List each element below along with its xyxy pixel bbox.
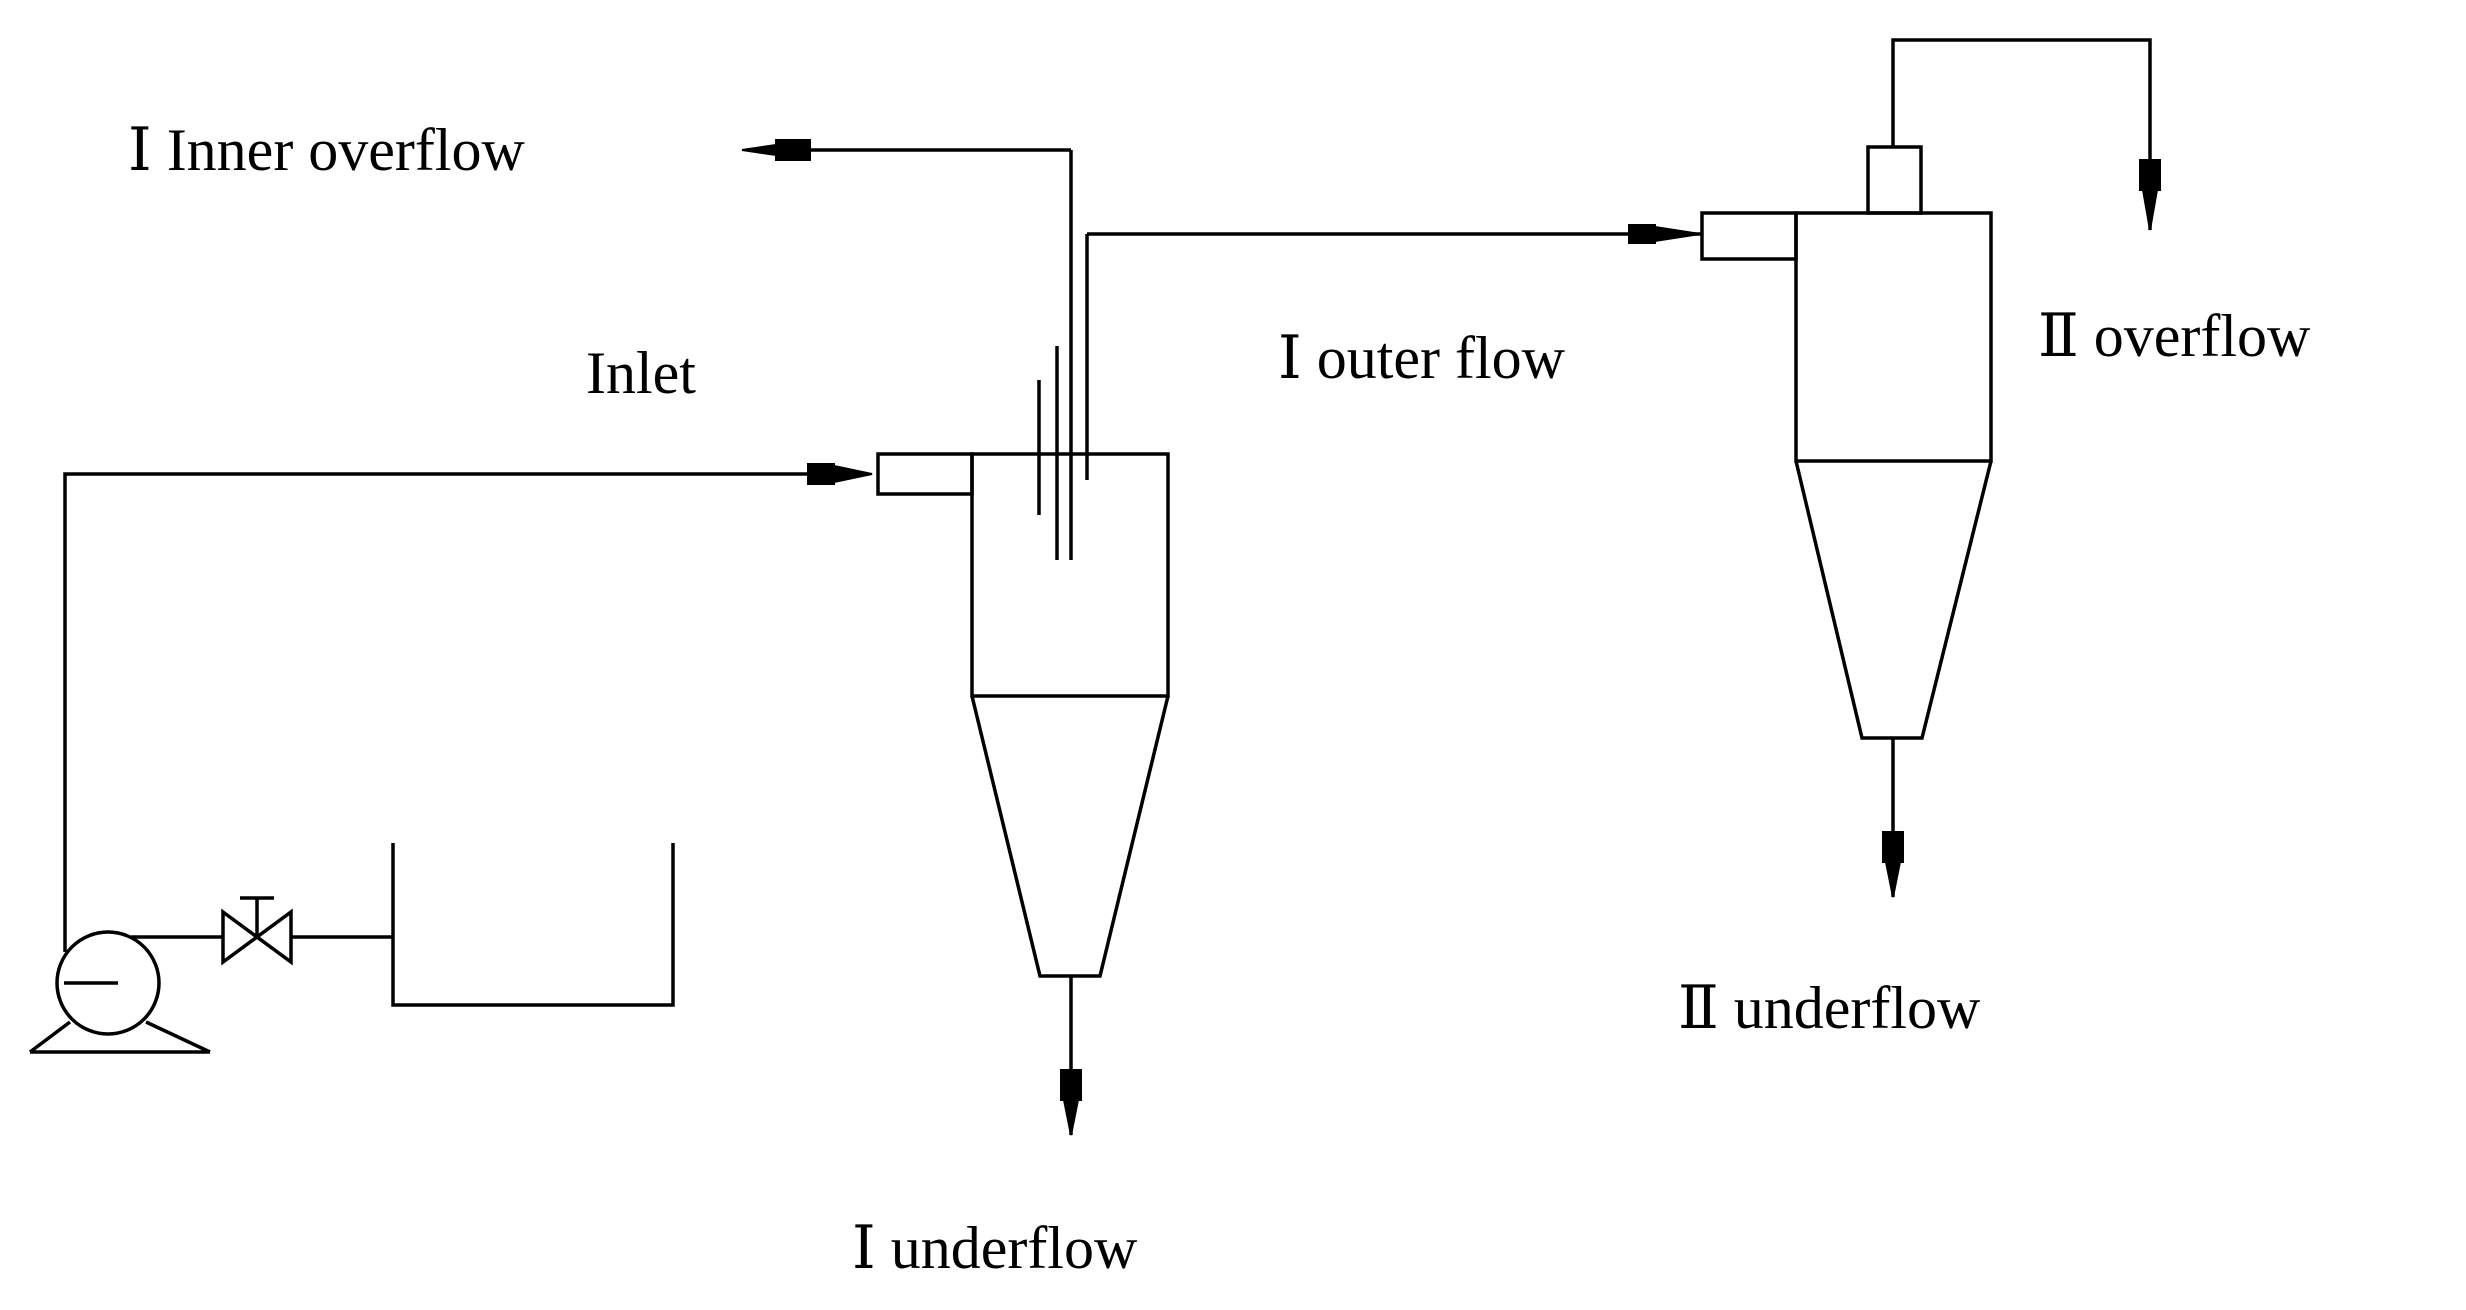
feed-tank bbox=[391, 843, 675, 1007]
inlet-pipe bbox=[63, 472, 810, 952]
outer-flow-arrow-icon bbox=[1628, 224, 1701, 244]
valve-icon bbox=[221, 896, 293, 966]
label-inlet: Inlet bbox=[586, 340, 696, 406]
underflow-2-arrow-icon bbox=[1882, 831, 1904, 898]
label-inner-overflow: Ⅰ Inner overflow bbox=[128, 117, 526, 183]
cyclone-1 bbox=[876, 150, 1170, 978]
inner-overflow-arrow-icon bbox=[741, 139, 811, 161]
overflow-2-arrow-icon bbox=[2139, 159, 2161, 231]
overflow-2-pipe bbox=[1891, 38, 2152, 230]
label-outer-flow: Ⅰ outer flow bbox=[1278, 325, 1566, 391]
label-underflow-1: Ⅰ underflow bbox=[852, 1215, 1138, 1281]
inlet-flow-arrow-icon bbox=[807, 463, 873, 485]
label-overflow-2: Ⅱ overflow bbox=[2038, 303, 2311, 369]
cyclone-2 bbox=[1700, 145, 1993, 740]
label-underflow-2: Ⅱ underflow bbox=[1678, 975, 1981, 1041]
underflow-1-arrow-icon bbox=[1060, 1069, 1082, 1136]
pump-icon bbox=[28, 930, 211, 1054]
